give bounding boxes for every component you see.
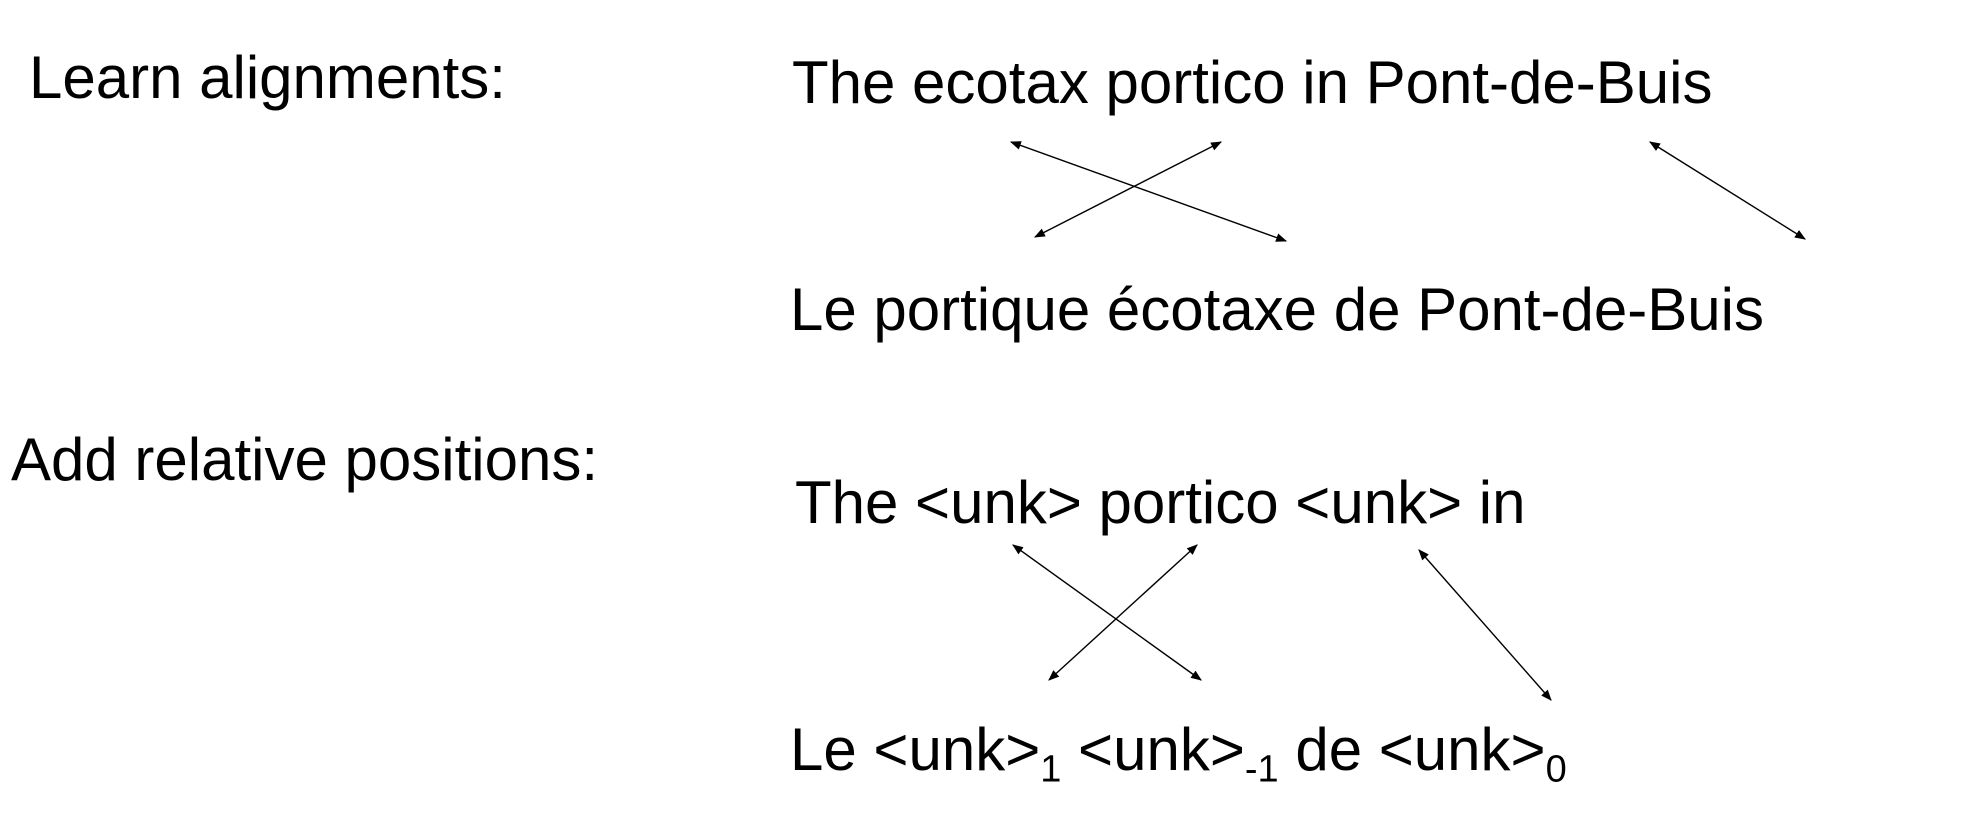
arrow-unk-unk-minus1 <box>1012 544 1202 681</box>
subscript-0: 0 <box>1545 748 1567 791</box>
french-sentence-2: Le <unk>1 <unk>-1 de <unk>0 <box>790 720 1567 789</box>
token-unk-0: <unk> <box>1378 716 1546 783</box>
label-add-relative-positions: Add relative positions: <box>11 426 598 493</box>
token-unk-minus-1: <unk> <box>1061 716 1245 783</box>
arrow-portico-unk-1 <box>1048 544 1198 681</box>
english-sentence-2: The <unk> portico <unk> in <box>795 469 1526 536</box>
token-de: de <box>1278 716 1379 783</box>
english-sentence-1: The ecotax portico in Pont-de-Buis <box>792 49 1713 116</box>
arrow-portico-portique <box>1034 141 1222 238</box>
arrow-in-unk-0 <box>1418 549 1552 701</box>
french-sentence-1: Le portique écotaxe de Pont-de-Buis <box>790 276 1764 343</box>
subscript-minus-1: -1 <box>1244 748 1279 791</box>
label-learn-alignments: Learn alignments: <box>29 44 506 111</box>
token-le: Le <box>790 716 874 783</box>
arrow-pontdebuis-pontdebuis <box>1649 141 1806 240</box>
arrow-ecotax-ecotaxe <box>1009 141 1288 242</box>
token-unk-1: <unk> <box>873 716 1041 783</box>
subscript-1: 1 <box>1040 748 1062 791</box>
